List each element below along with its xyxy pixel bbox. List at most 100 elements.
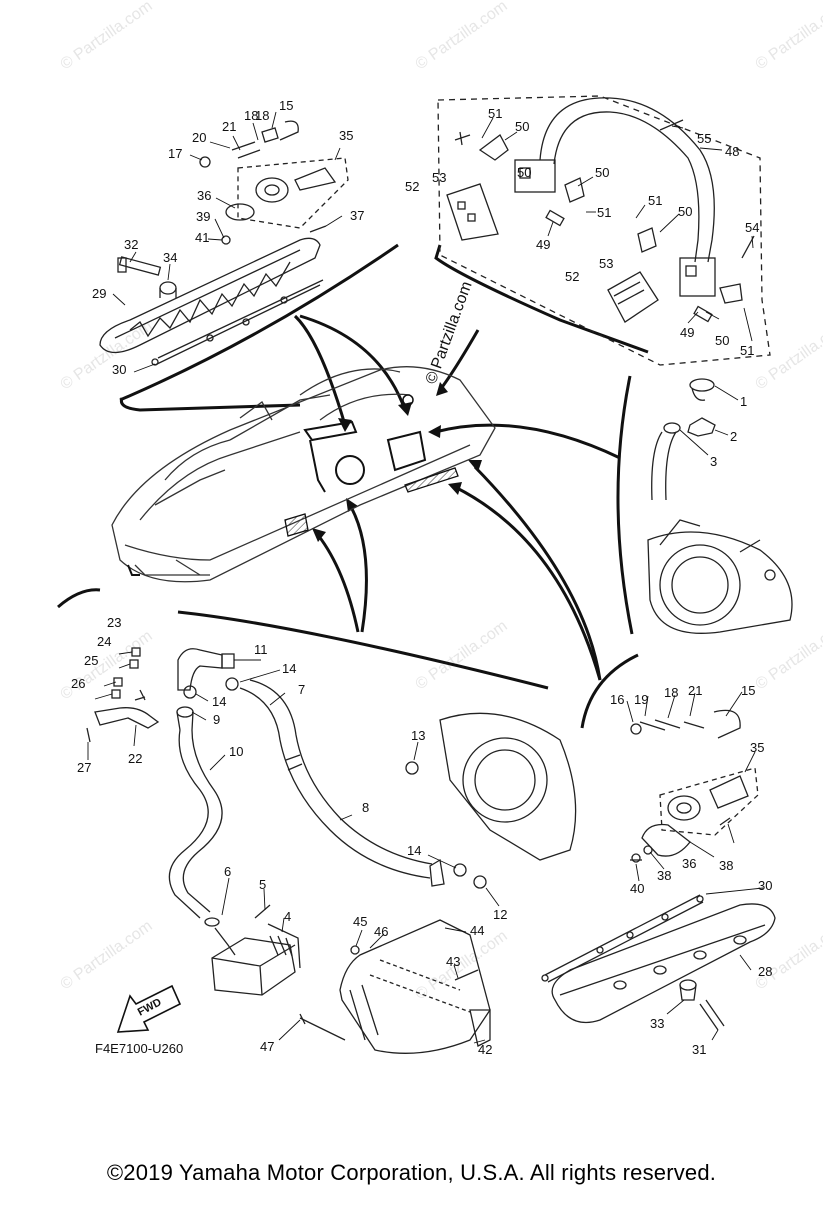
callout: 36 [682, 856, 696, 871]
callout: 2 [730, 429, 737, 444]
callout: 41 [195, 230, 209, 245]
callout: 27 [77, 760, 91, 775]
callout: 53 [432, 170, 446, 185]
watermark: © Partzilla.com [413, 928, 511, 1004]
callout: 32 [124, 237, 138, 252]
top-left-assembly [99, 120, 349, 366]
callout: 51 [740, 343, 754, 358]
callout: 22 [128, 751, 142, 766]
callout: 21 [222, 119, 236, 134]
callout: 30 [112, 362, 126, 377]
callout: 34 [163, 250, 177, 265]
callout: 38 [657, 868, 671, 883]
callout-labels-secondary: 15 18 30 35 36 38 21 18 14 14 50 50 51 5… [112, 98, 764, 883]
callout: 7 [298, 682, 305, 697]
callout: 51 [597, 205, 611, 220]
callout: 30 [758, 878, 772, 893]
callout: 28 [758, 964, 772, 979]
callout: 53 [599, 256, 613, 271]
callout: 35 [339, 128, 353, 143]
callout: 1 [740, 394, 747, 409]
callout: 14 [212, 694, 226, 709]
callout: 20 [192, 130, 206, 145]
watermark: © Partzilla.com [753, 0, 823, 73]
watermark: © Partzilla.com [58, 0, 156, 73]
diagram-code: F4E7100-U260 [95, 1041, 183, 1056]
callout: 42 [478, 1042, 492, 1057]
callout: 15 [741, 683, 755, 698]
callout: 48 [725, 144, 739, 159]
callout: 43 [446, 954, 460, 969]
pointer-arrows [293, 314, 621, 681]
callout: 9 [213, 712, 220, 727]
callout: 4 [284, 909, 291, 924]
callout-labels: 1 2 3 4 5 6 7 8 9 10 11 12 13 14 15 16 1… [71, 106, 772, 1057]
callout: 54 [745, 220, 759, 235]
callout: 18 [244, 108, 258, 123]
callout: 26 [71, 676, 85, 691]
callout: 25 [84, 653, 98, 668]
callout: 46 [374, 924, 388, 939]
callout: 19 [634, 692, 648, 707]
callout: 24 [97, 634, 111, 649]
callout: 50 [595, 165, 609, 180]
callout: 16 [610, 692, 624, 707]
callout: 49 [536, 237, 550, 252]
callout: 35 [750, 740, 764, 755]
bottom-assembly [299, 709, 776, 1054]
copyright-footer: ©2019 Yamaha Motor Corporation, U.S.A. A… [106, 1160, 717, 1185]
callout: 29 [92, 286, 106, 301]
callout: 44 [470, 923, 484, 938]
callout: 52 [565, 269, 579, 284]
watermark: © Partzilla.com [413, 0, 511, 73]
leader-lines [87, 111, 764, 1044]
callout: 23 [107, 615, 121, 630]
callout: 17 [168, 146, 182, 161]
callout: 38 [719, 858, 733, 873]
callout: 5 [259, 877, 266, 892]
callout: 40 [630, 881, 644, 896]
callout: 49 [680, 325, 694, 340]
callout: 45 [353, 914, 367, 929]
callout: 50 [517, 165, 531, 180]
callout: 15 [279, 98, 293, 113]
callout: 21 [688, 683, 702, 698]
callout: 33 [650, 1016, 664, 1031]
callout: 52 [405, 179, 419, 194]
callout: 8 [362, 800, 369, 815]
callout: 10 [229, 744, 243, 759]
callout: 39 [196, 209, 210, 224]
watermark: © Partzilla.com [753, 318, 823, 394]
callout: 47 [260, 1039, 274, 1054]
callout: 37 [350, 208, 364, 223]
callout: 31 [692, 1042, 706, 1057]
callout: 14 [407, 843, 421, 858]
watermark: © Partzilla.com [753, 618, 823, 694]
callout: 18 [664, 685, 678, 700]
callout: 11 [254, 642, 268, 657]
watercraft-hull [111, 366, 496, 583]
watermark: © Partzilla.com [753, 918, 823, 994]
top-right-assembly [437, 95, 771, 366]
fwd-arrow-icon: FWD [116, 984, 182, 1033]
callout: 50 [715, 333, 729, 348]
callout: 55 [697, 131, 711, 146]
callout: 51 [488, 106, 502, 121]
callout: 6 [224, 864, 231, 879]
callout: 36 [197, 188, 211, 203]
callout: 18 [255, 108, 269, 123]
watermark-center: © Partzilla.com [423, 279, 476, 386]
callout: 13 [411, 728, 425, 743]
right-assembly [647, 378, 793, 634]
callout: 51 [648, 193, 662, 208]
callout: 12 [493, 907, 507, 922]
hull-highlights [127, 394, 459, 576]
callout: 50 [678, 204, 692, 219]
watermark: © Partzilla.com [413, 618, 511, 694]
watermark: © Partzilla.com [58, 918, 156, 994]
watermark: © Partzilla.com [58, 318, 156, 394]
callout: 14 [282, 661, 296, 676]
section-dividers [57, 243, 649, 729]
